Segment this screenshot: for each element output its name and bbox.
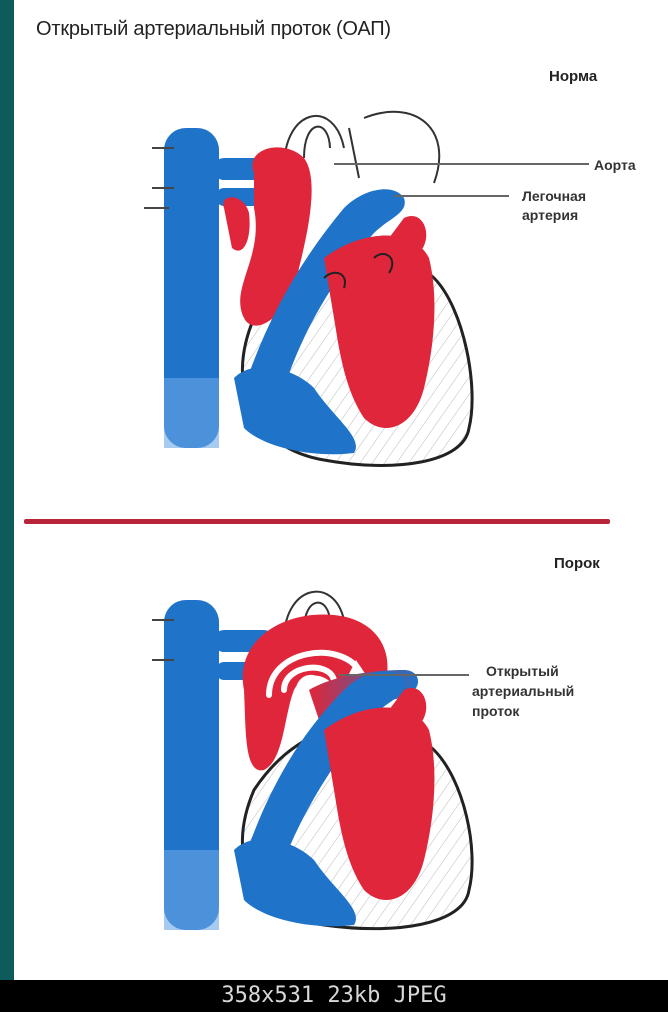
page-title: Открытый артериальный проток (ОАП) xyxy=(36,18,391,41)
duct-label-line2: артериальный xyxy=(472,682,574,701)
defect-label: Порок xyxy=(554,555,600,572)
normal-heart-illustration xyxy=(134,88,614,488)
defect-heart-illustration xyxy=(134,570,534,940)
section-divider xyxy=(24,519,610,524)
normal-label: Норма xyxy=(549,68,597,85)
left-frame xyxy=(0,0,14,980)
diagram-card: Открытый артериальный проток (ОАП) Норма xyxy=(14,0,668,980)
aorta-label: Аорта xyxy=(594,156,636,175)
pulmonary-label-line1: Легочная xyxy=(522,187,586,206)
duct-label-line3: проток xyxy=(472,702,519,721)
duct-label-line1: Открытый xyxy=(486,662,559,681)
image-info-footer: 358x531 23kb JPEG xyxy=(0,980,668,1012)
pulmonary-label-line2: артерия xyxy=(522,206,578,225)
